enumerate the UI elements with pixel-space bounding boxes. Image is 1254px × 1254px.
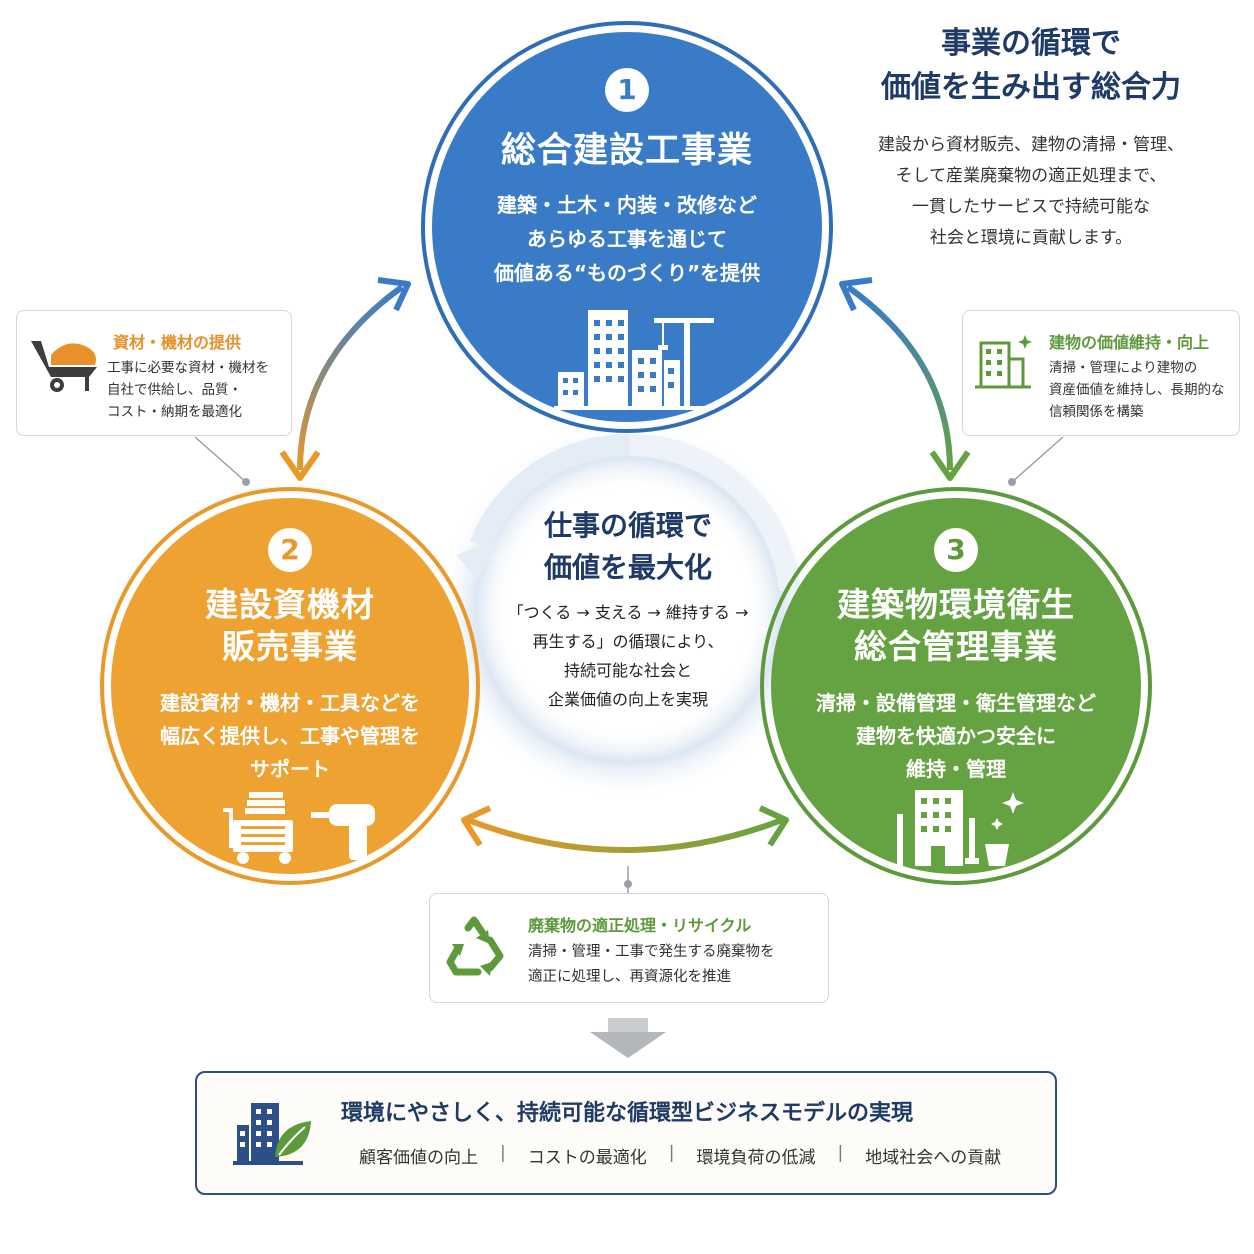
business-3-desc3: 維持・管理 bbox=[906, 757, 1006, 781]
business-2-title2: 販売事業 bbox=[222, 627, 358, 666]
business-3-circle: 3 建築物環境衛生 総合管理事業 清掃・設備管理・衛生管理など 建物を快適かつ安… bbox=[760, 487, 1152, 885]
callout-recycle-desc: 清掃・管理・工事で発生する廃棄物を 適正に処理し、再資源化を推進 bbox=[528, 940, 775, 990]
tag-separator: | bbox=[500, 1143, 506, 1163]
callout-building-value: 建物の価値維持・向上 清掃・管理により建物の 資産価値を維持し、長期的な 信頼関… bbox=[962, 310, 1240, 436]
wheelbarrow-icon bbox=[31, 341, 97, 392]
summary-tag-3: 環境負荷の低減 bbox=[696, 1148, 816, 1168]
callout-building-value-desc1: 清掃・管理により建物の bbox=[1049, 360, 1198, 376]
callout-recycle-desc1: 清掃・管理・工事で発生する廃棄物を bbox=[528, 944, 775, 960]
callout-recycle-desc2: 適正に処理し、再資源化を推進 bbox=[528, 969, 731, 985]
building-crane-icon bbox=[554, 310, 714, 410]
callout-building-value-title: 建物の価値維持・向上 bbox=[1049, 333, 1210, 352]
headline: 事業の循環で 価値を生み出す総合力 bbox=[856, 22, 1206, 110]
business-1-title: 総合建設工事業 bbox=[500, 131, 753, 171]
callout-building-value-desc2: 資産価値を維持し、長期的な bbox=[1049, 382, 1225, 398]
business-2-number: 2 bbox=[268, 528, 312, 572]
headline-desc4: 社会と環境に貢献します。 bbox=[929, 228, 1133, 248]
down-arrow-icon bbox=[590, 1018, 666, 1058]
business-2-desc1: 建設資材・機材・工具などを bbox=[160, 691, 420, 715]
headline-desc2: そして産業廃棄物の適正処理まで、 bbox=[895, 166, 1167, 186]
callout-building-value-desc3: 信頼関係を構築 bbox=[1049, 404, 1144, 420]
business-3-desc1: 清掃・設備管理・衛生管理など bbox=[816, 691, 1096, 715]
building-leaf-icon bbox=[233, 1103, 311, 1165]
center-desc4: 企業価値の向上を実現 bbox=[547, 690, 708, 709]
headline-desc3: 一貫したサービスで持続可能な bbox=[912, 197, 1150, 217]
cart-drill-icon bbox=[223, 792, 375, 864]
headline-description: 建設から資材販売、建物の清掃・管理、 そして産業廃棄物の適正処理まで、 一貫した… bbox=[856, 130, 1206, 254]
center-desc3: 持続可能な社会と bbox=[563, 661, 692, 680]
headline-line2: 価値を生み出す総合力 bbox=[881, 70, 1181, 105]
center-title1: 仕事の循環で bbox=[543, 509, 712, 542]
headline-desc1: 建設から資材販売、建物の清掃・管理、 bbox=[878, 135, 1184, 155]
center-title2: 価値を最大化 bbox=[543, 551, 712, 584]
business-1-inner: 1 総合建設工事業 建築・土木・内装・改修など あらゆる工事を通じて 価値ある“… bbox=[432, 32, 822, 422]
business-3-inner: 3 建築物環境衛生 総合管理事業 清掃・設備管理・衛生管理など 建物を快適かつ安… bbox=[771, 498, 1141, 874]
callout-materials-desc: 工事に必要な資材・機材を 自社で供給し、品質・ コスト・納期を最適化 bbox=[107, 357, 269, 423]
business-1-number: 1 bbox=[605, 68, 649, 112]
business-1-desc1: 建築・土木・内装・改修など bbox=[497, 193, 757, 217]
business-1-circle: 1 総合建設工事業 建築・土木・内装・改修など あらゆる工事を通じて 価値ある“… bbox=[421, 21, 833, 433]
center-desc1: 「つくる → 支える → 維持する → bbox=[507, 603, 749, 622]
summary-tag-1: 顧客価値の向上 bbox=[359, 1148, 478, 1168]
building-cleaning-icon bbox=[897, 790, 1024, 866]
business-2-desc2: 幅広く提供し、工事や管理を bbox=[160, 724, 420, 748]
business-3-title1: 建築物環境衛生 bbox=[837, 585, 1075, 624]
recycle-icon bbox=[446, 916, 504, 976]
callout-building-value-desc: 清掃・管理により建物の 資産価値を維持し、長期的な 信頼関係を構築 bbox=[1049, 357, 1225, 423]
business-1-desc3: 価値ある“ものづくり”を提供 bbox=[493, 261, 761, 285]
building-sparkle-icon bbox=[975, 335, 1032, 389]
callout-recycle-title: 廃棄物の適正処理・リサイクル bbox=[528, 916, 752, 935]
center-desc2: 再生する」の循環により、 bbox=[532, 632, 724, 651]
business-2-desc3: サポート bbox=[250, 757, 330, 781]
callout-recycle: 廃棄物の適正処理・リサイクル 清掃・管理・工事で発生する廃棄物を 適正に処理し、… bbox=[429, 893, 829, 1003]
headline-line1: 事業の循環で bbox=[941, 26, 1121, 61]
summary-title: 環境にやさしく、持続可能な循環型ビジネスモデルの実現 bbox=[341, 1101, 914, 1126]
business-1-desc2: あらゆる工事を通じて bbox=[527, 227, 727, 251]
business-3-desc2: 建物を快適かつ安全に bbox=[856, 724, 1056, 748]
summary-tag-2: コストの最適化 bbox=[527, 1148, 647, 1168]
callout-materials-desc1: 工事に必要な資材・機材を bbox=[107, 360, 269, 376]
business-2-inner: 2 建設資機材 販売事業 建設資材・機材・工具などを 幅広く提供し、工事や管理を… bbox=[111, 498, 469, 874]
callout-materials-desc2: 自社で供給し、品質・ bbox=[107, 382, 242, 398]
callout-materials-desc3: コスト・納期を最適化 bbox=[107, 404, 242, 420]
center-description: 「つくる → 支える → 維持する → 再生する」の循環により、 持続可能な社会… bbox=[490, 598, 766, 714]
business-2-circle: 2 建設資機材 販売事業 建設資材・機材・工具などを 幅広く提供し、工事や管理を… bbox=[100, 487, 480, 885]
summary-box: 環境にやさしく、持続可能な循環型ビジネスモデルの実現 顧客価値の向上 | コスト… bbox=[195, 1071, 1057, 1195]
center-title: 仕事の循環で 価値を最大化 bbox=[500, 505, 756, 589]
business-3-title2: 総合管理事業 bbox=[854, 627, 1058, 666]
tag-separator: | bbox=[837, 1143, 844, 1163]
callout-materials-title: 資材・機材の提供 bbox=[113, 333, 242, 352]
callout-materials: 資材・機材の提供 工事に必要な資材・機材を 自社で供給し、品質・ コスト・納期を… bbox=[16, 310, 292, 436]
tag-separator: | bbox=[668, 1143, 675, 1163]
summary-tag-4: 地域社会への貢献 bbox=[865, 1148, 1002, 1168]
business-2-title1: 建設資機材 bbox=[205, 585, 375, 624]
business-3-number: 3 bbox=[934, 528, 978, 572]
summary-tags: 顧客価値の向上 | コストの最適化 | 環境負荷の低減 | 地域社会への貢献 bbox=[337, 1143, 1023, 1168]
